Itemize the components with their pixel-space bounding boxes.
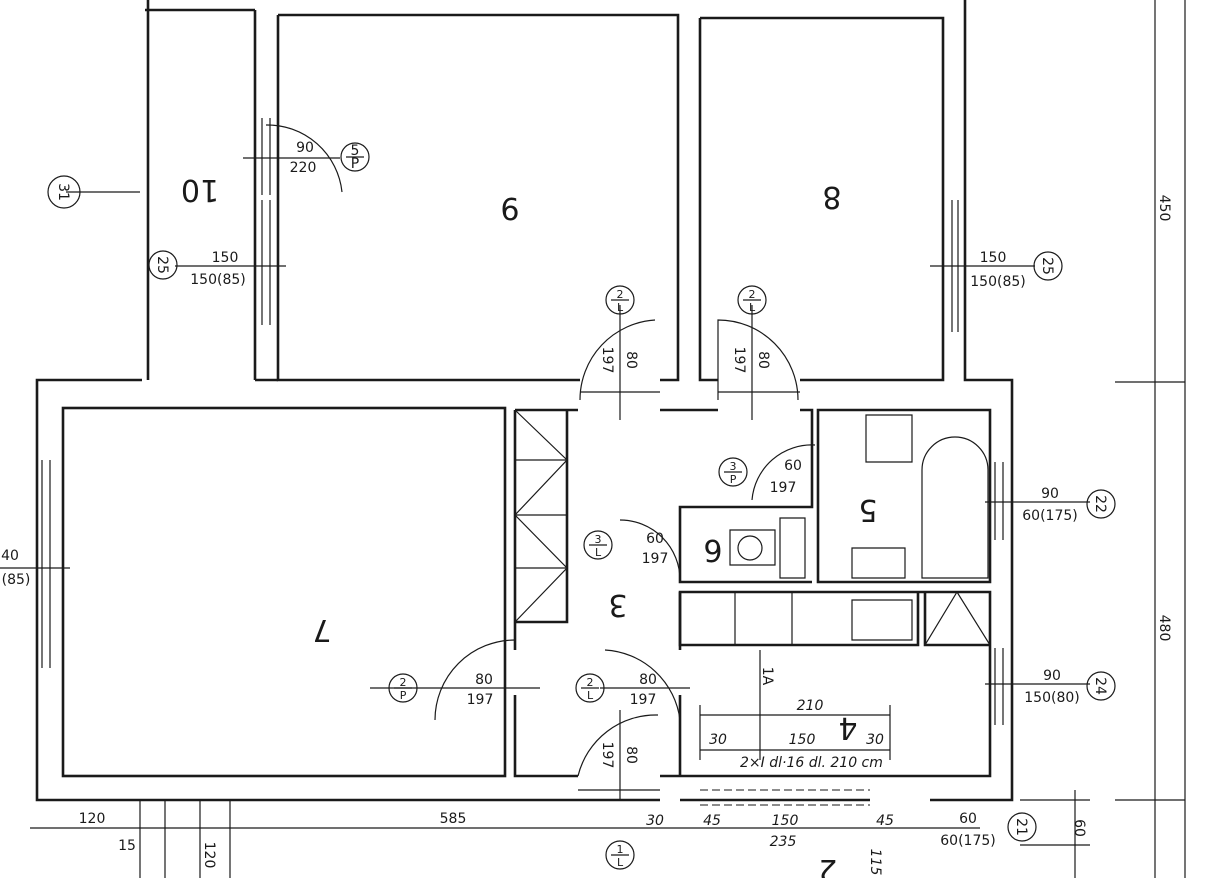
- dim-450: 450: [1156, 195, 1172, 222]
- dim-115: 115: [867, 849, 883, 876]
- door-width: 80: [623, 746, 639, 764]
- door-type: 5: [351, 143, 360, 159]
- dim-45: 45: [703, 813, 721, 829]
- window-width: 40: [1, 548, 19, 564]
- door-height: 197: [770, 480, 797, 496]
- lintel-note: 2×I dl·16 dl. 210 cm: [740, 755, 883, 771]
- lintel-30: 30: [866, 732, 884, 748]
- door-type: L: [749, 301, 756, 314]
- window-width: 90: [1041, 486, 1059, 502]
- dim-60: 60: [1071, 819, 1087, 837]
- room-7: 7: [312, 612, 331, 647]
- door-type: L: [617, 301, 624, 314]
- dim-235: 235: [770, 834, 797, 850]
- door-height: 197: [599, 347, 615, 374]
- dim-120-vertical: 120: [201, 842, 217, 869]
- door-height: 197: [731, 347, 747, 374]
- door-width: 80: [639, 672, 657, 688]
- walls: [0, 0, 1186, 878]
- room-3: 3: [608, 587, 627, 622]
- window-height: 150(85): [190, 272, 245, 288]
- room-6: 6: [703, 532, 722, 567]
- door-width: 80: [755, 351, 771, 369]
- lintel-150: 150: [789, 732, 816, 748]
- door-type: 1: [617, 843, 624, 856]
- window-tag: 22: [1092, 495, 1108, 513]
- window-height: (85): [2, 572, 31, 588]
- dim-15: 15: [118, 838, 136, 854]
- lintel-210: 210: [797, 698, 824, 714]
- dim-150: 150: [772, 813, 799, 829]
- room-8: 8: [822, 179, 841, 214]
- room-10: 10: [181, 172, 219, 207]
- door-width: 90: [296, 140, 314, 156]
- window-width: 60: [959, 811, 977, 827]
- window-height: 150(85): [970, 274, 1025, 290]
- door-type: P: [730, 473, 737, 486]
- wall-tag: 31: [55, 183, 71, 201]
- dim-30: 30: [646, 813, 664, 829]
- door-height: 220: [290, 160, 317, 176]
- window-width: 90: [1043, 668, 1061, 684]
- window-tag: 25: [154, 256, 170, 274]
- window-height: 60(175): [940, 833, 995, 849]
- door-width: 80: [623, 351, 639, 369]
- door-type: 2: [400, 676, 407, 689]
- door-height: 197: [630, 692, 657, 708]
- door-height: 197: [642, 551, 669, 567]
- door-height: 197: [467, 692, 494, 708]
- dim-120: 120: [79, 811, 106, 827]
- room-labels: 10 9 8 7 3 5 6 4 2: [181, 172, 878, 878]
- door-type: P: [400, 689, 407, 702]
- window-labels: 25 150 150(85) 25 150 150(85) 22 90 60(1…: [1, 175, 1116, 849]
- room-5: 5: [858, 492, 877, 527]
- room-4: 4: [838, 710, 857, 745]
- dimensions: 450 480 120 15 585 120 30 45 150 235 45 …: [79, 195, 1172, 876]
- window-width: 150: [212, 250, 239, 266]
- window-tag: 25: [1039, 257, 1055, 275]
- window-height: 60(175): [1022, 508, 1077, 524]
- window-width: 150: [980, 250, 1007, 266]
- door-type: P: [351, 156, 359, 172]
- dim-45: 45: [876, 813, 894, 829]
- door-type: 2: [749, 288, 756, 301]
- room-9: 9: [500, 190, 519, 225]
- room-2: 2: [818, 852, 837, 878]
- door-width: 80: [475, 672, 493, 688]
- door-type: 2: [587, 676, 594, 689]
- window-height: 150(80): [1024, 690, 1079, 706]
- door-type: 2: [617, 288, 624, 301]
- door-type: 3: [730, 460, 737, 473]
- door-type: 3: [595, 533, 602, 546]
- door-height: 197: [599, 742, 615, 769]
- door-width: 60: [784, 458, 802, 474]
- window-tag: 24: [1092, 677, 1108, 695]
- dim-480: 480: [1156, 615, 1172, 642]
- door-width: 60: [646, 531, 664, 547]
- window-tag: 21: [1013, 818, 1029, 836]
- door-type: L: [587, 689, 594, 702]
- door-labels: 5P 90 220 2L 80 197 2L 80 197 3P 60 197 …: [290, 140, 802, 870]
- door-type: L: [617, 856, 624, 869]
- section-marker: 1A: [759, 667, 775, 686]
- door-type: L: [595, 546, 602, 559]
- dim-585: 585: [440, 811, 467, 827]
- lintel-30: 30: [709, 732, 727, 748]
